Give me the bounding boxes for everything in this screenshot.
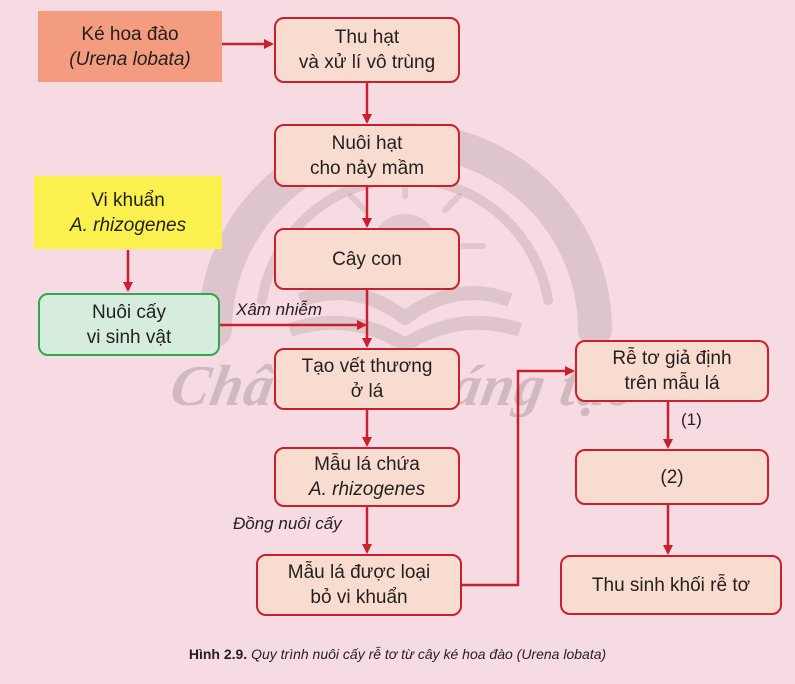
box-tao-vet-line1: Tạo vết thương <box>301 356 433 377</box>
box-ke-hoa-dao-line1: Ké hoa đào <box>81 23 179 45</box>
box-nuoi-hat-line1: Nuôi hạt <box>331 132 403 154</box>
box-re-to: Rễ tơ giả định trên mẫu lá <box>575 340 769 402</box>
box-thu-sinh-khoi: Thu sinh khối rễ tơ <box>560 555 782 615</box>
box-nuoi-cay-line2: vi sinh vật <box>86 326 172 348</box>
box-vi-khuan-line1: Vi khuẩn <box>91 189 165 211</box>
box-re-to-line1: Rễ tơ giả định <box>612 348 732 369</box>
box-nuoi-cay: Nuôi cấy vi sinh vật <box>38 293 220 356</box>
label-xam-nhiem: Xâm nhiễm <box>236 300 322 319</box>
box-cay-con: Cây con <box>274 228 460 290</box>
box-thu-sinh-khoi-line1: Thu sinh khối rễ tơ <box>591 574 751 596</box>
box-vi-khuan: Vi khuẩn A. rhizogenes <box>34 176 222 249</box>
box-thu-hat-line1: Thu hạt <box>334 27 400 48</box>
box-cay-con-line1: Cây con <box>332 248 402 270</box>
box-thu-hat-line2: và xử lí vô trùng <box>298 52 436 73</box>
box-step-2-line1: (2) <box>660 466 684 488</box>
box-nuoi-hat-line2: cho nảy mầm <box>309 157 425 179</box>
box-mau-la-chua-line2: A. rhizogenes <box>308 479 426 500</box>
box-nuoi-hat: Nuôi hạt cho nảy mầm <box>274 124 460 187</box>
caption-label: Hình 2.9. <box>188 646 248 662</box>
figure-caption: Hình 2.9. Quy trình nuôi cấy rễ tơ từ câ… <box>0 646 795 662</box>
label-dong-nuoi-cay: Đồng nuôi cấy <box>233 514 342 533</box>
box-ke-hoa-dao: Ké hoa đào (Urena lobata) <box>38 11 222 82</box>
box-mau-la-loai: Mẫu lá được loại bỏ vi khuẩn <box>256 554 462 616</box>
box-re-to-line2: trên mẫu lá <box>624 373 720 394</box>
box-thu-hat: Thu hạt và xử lí vô trùng <box>274 17 460 83</box>
box-mau-la-loai-line2: bỏ vi khuẩn <box>310 587 408 608</box>
box-mau-la-chua-line1: Mẫu lá chứa <box>314 454 420 475</box>
box-mau-la-chua: Mẫu lá chứa A. rhizogenes <box>274 447 460 507</box>
box-nuoi-cay-line1: Nuôi cấy <box>92 301 166 323</box>
box-tao-vet-thuong: Tạo vết thương ở lá <box>274 348 460 410</box>
caption-text: Quy trình nuôi cấy rễ tơ từ cây ké hoa đ… <box>251 646 607 662</box>
label-step-1: (1) <box>681 410 702 429</box>
arrow-loai-to-re-to <box>462 366 575 587</box>
box-vi-khuan-line2: A. rhizogenes <box>69 214 187 236</box>
box-ke-hoa-dao-line2: (Urena lobata) <box>69 48 191 70</box>
box-tao-vet-line2: ở lá <box>350 381 384 402</box>
box-step-2: (2) <box>575 449 769 505</box>
box-mau-la-loai-line1: Mẫu lá được loại <box>287 562 431 583</box>
